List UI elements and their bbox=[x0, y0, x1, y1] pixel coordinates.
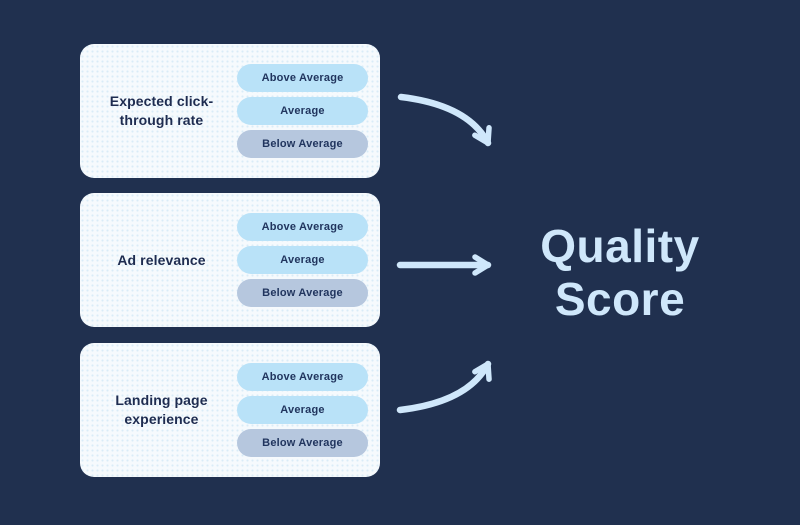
factor-card-expected-ctr: Expected click-through rate Above Averag… bbox=[80, 44, 380, 178]
rating-pill-below-average: Below Average bbox=[237, 279, 368, 307]
rating-pill-above-average: Above Average bbox=[237, 213, 368, 241]
quality-score-title: Quality Score bbox=[540, 220, 700, 325]
factor-label: Ad relevance bbox=[117, 251, 206, 268]
rating-pill-average: Average bbox=[237, 246, 368, 274]
rating-pill-group: Above Average Average Below Average bbox=[237, 363, 368, 457]
rating-pill-average: Average bbox=[237, 97, 368, 125]
factor-label: Expected click-through rate bbox=[109, 93, 214, 128]
rating-pill-above-average: Above Average bbox=[237, 64, 368, 92]
rating-pill-above-average: Above Average bbox=[237, 363, 368, 391]
factor-card-ad-relevance: Ad relevance Above Average Average Below… bbox=[80, 193, 380, 327]
rating-pill-group: Above Average Average Below Average bbox=[237, 213, 368, 307]
rating-pill-below-average: Below Average bbox=[237, 429, 368, 457]
rating-pill-average: Average bbox=[237, 396, 368, 424]
factor-card-landing-page: Landing page experience Above Average Av… bbox=[80, 343, 380, 477]
factor-label: Landing page experience bbox=[115, 392, 208, 427]
curved-down-right-arrow-icon bbox=[397, 93, 492, 147]
rating-pill-below-average: Below Average bbox=[237, 130, 368, 158]
curved-up-right-arrow-icon bbox=[396, 360, 492, 414]
rating-pill-group: Above Average Average Below Average bbox=[237, 64, 368, 158]
